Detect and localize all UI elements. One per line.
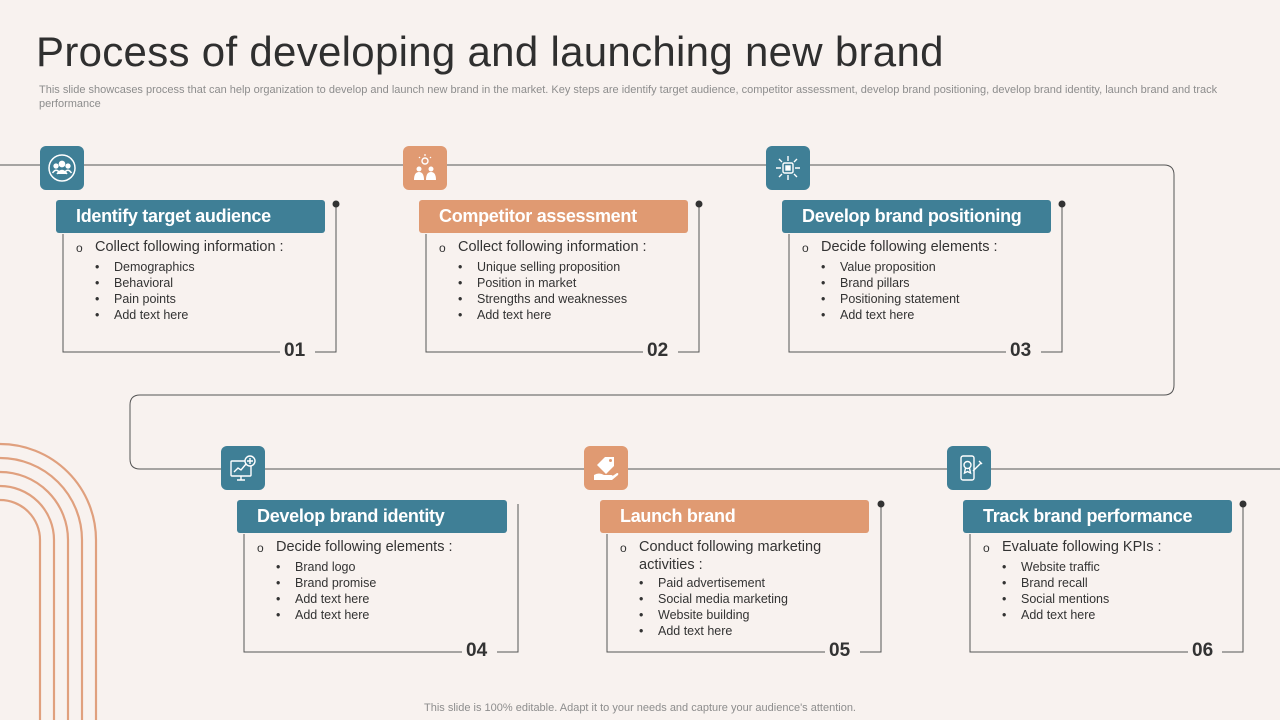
step-lead-text: Collect following information : bbox=[458, 239, 647, 255]
decorative-arcs bbox=[0, 442, 98, 720]
step-lead-text: Collect following information : bbox=[95, 239, 284, 255]
list-item: •Pain points bbox=[95, 292, 176, 306]
step-03-content: o Decide following elements : •Value prop… bbox=[802, 238, 1052, 323]
step-02-label: Competitor assessment bbox=[419, 200, 688, 233]
step-01-frame-right bbox=[315, 204, 337, 353]
list-item: •Add text here bbox=[1002, 608, 1096, 622]
step-lead-text: Decide following elements : bbox=[821, 239, 998, 255]
circle-bullet-icon: o bbox=[620, 541, 627, 555]
step-06-content: o Evaluate following KPIs : •Website traf… bbox=[983, 538, 1233, 623]
list-item: •Add text here bbox=[458, 308, 552, 322]
step-04-content: o Decide following elements : •Brand logo… bbox=[257, 538, 507, 623]
list-item: •Brand pillars bbox=[821, 276, 910, 290]
step-04-label: Develop brand identity bbox=[237, 500, 507, 533]
step-lead-text: Decide following elements : bbox=[276, 539, 453, 555]
list-item: •Brand recall bbox=[1002, 576, 1088, 590]
circle-bullet-icon: o bbox=[439, 241, 446, 255]
circle-bullet-icon: o bbox=[802, 241, 809, 255]
list-item: •Add text here bbox=[639, 624, 733, 638]
list-item: •Unique selling proposition bbox=[458, 260, 621, 274]
page-subtitle: This slide showcases process that can he… bbox=[39, 84, 1218, 110]
mobile-award-icon bbox=[947, 446, 991, 490]
step-01-number: 01 bbox=[280, 340, 310, 362]
step-06-number: 06 bbox=[1188, 640, 1218, 662]
step-03-number: 03 bbox=[1006, 340, 1036, 362]
page-title: Process of developing and launching new … bbox=[36, 28, 944, 75]
list-item: •Brand promise bbox=[276, 576, 377, 590]
monitor-growth-icon bbox=[221, 446, 265, 490]
target-chip-icon bbox=[766, 146, 810, 190]
list-item: •Add text here bbox=[276, 608, 370, 622]
process-flow-line bbox=[0, 164, 1280, 470]
list-item: •Add text here bbox=[821, 308, 915, 322]
list-item: •Social media marketing bbox=[639, 592, 788, 606]
people-group-icon bbox=[40, 146, 84, 190]
list-item: •Brand logo bbox=[276, 560, 356, 574]
circle-bullet-icon: o bbox=[983, 541, 990, 555]
competitors-icon bbox=[403, 146, 447, 190]
step-05-content: o Conduct following marketing activities … bbox=[620, 538, 835, 639]
step-lead-text: Conduct following marketing activities : bbox=[639, 539, 822, 573]
step-02-content: o Collect following information : •Unique… bbox=[439, 238, 689, 323]
step-04-number: 04 bbox=[462, 640, 492, 662]
step-01-frame-left bbox=[62, 234, 283, 353]
list-item: •Demographics bbox=[95, 260, 195, 274]
list-item: •Positioning statement bbox=[821, 292, 960, 306]
list-item: •Add text here bbox=[276, 592, 370, 606]
circle-bullet-icon: o bbox=[257, 541, 264, 555]
step-05-label: Launch brand bbox=[600, 500, 869, 533]
list-item: •Paid advertisement bbox=[639, 576, 766, 590]
list-item: •Position in market bbox=[458, 276, 577, 290]
circle-bullet-icon: o bbox=[76, 241, 83, 255]
list-item: •Value proposition bbox=[821, 260, 936, 274]
list-item: •Strengths and weaknesses bbox=[458, 292, 628, 306]
step-01-content: o Collect following information : •Demogr… bbox=[76, 238, 326, 323]
list-item: •Website traffic bbox=[1002, 560, 1100, 574]
list-item: •Add text here bbox=[95, 308, 189, 322]
footer-note: This slide is 100% editable. Adapt it to… bbox=[424, 702, 856, 714]
step-02-number: 02 bbox=[643, 340, 673, 362]
step-03-label: Develop brand positioning bbox=[782, 200, 1051, 233]
step-01-label: Identify target audience bbox=[56, 200, 325, 233]
list-item: •Behavioral bbox=[95, 276, 174, 290]
step-06-label: Track brand performance bbox=[963, 500, 1232, 533]
step-lead-text: Evaluate following KPIs : bbox=[1002, 539, 1162, 555]
step-05-number: 05 bbox=[825, 640, 855, 662]
list-item: •Social mentions bbox=[1002, 592, 1110, 606]
list-item: •Website building bbox=[639, 608, 750, 622]
hand-tag-icon bbox=[584, 446, 628, 490]
